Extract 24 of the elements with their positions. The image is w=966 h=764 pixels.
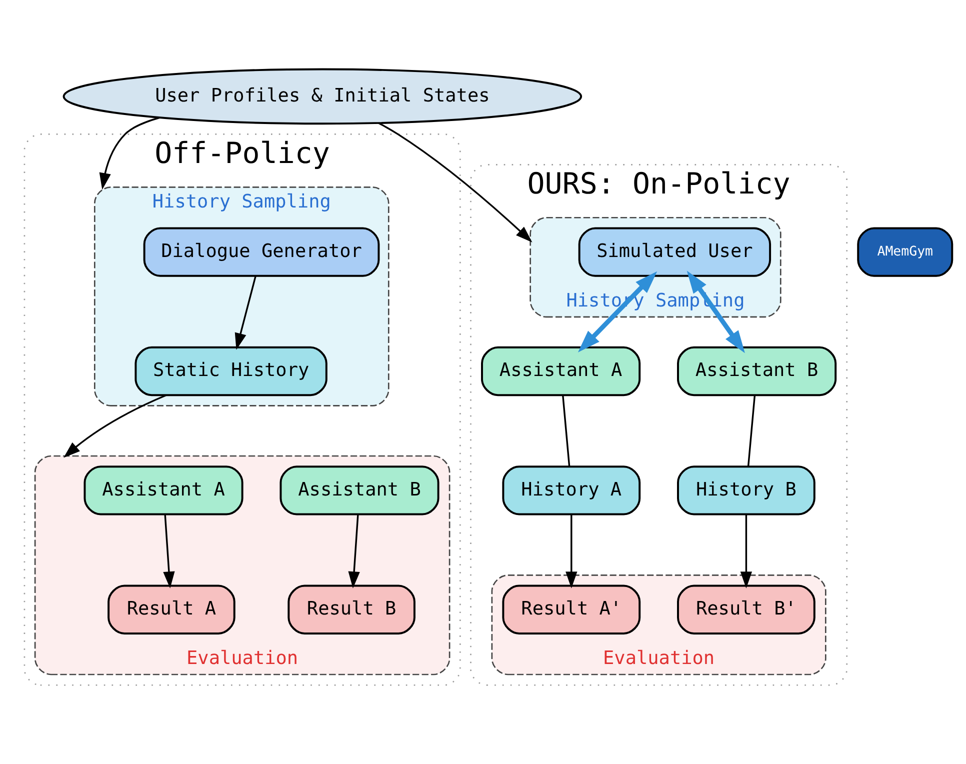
node-box: History A — [502, 465, 641, 515]
node-box: Assistant A — [84, 465, 244, 515]
arrow — [348, 514, 360, 588]
node-box: Result A — [108, 584, 236, 634]
arrow — [64, 394, 166, 458]
node-box: Result A' — [502, 584, 641, 634]
node-box: Result B — [288, 584, 416, 634]
arrow — [163, 514, 175, 588]
node-box: Dialogue Generator — [143, 226, 380, 276]
connector — [562, 395, 570, 466]
node-box: Assistant B — [280, 465, 440, 515]
node-box: Result B' — [677, 584, 816, 634]
arrow — [99, 116, 160, 190]
node-box: Static History — [134, 346, 328, 396]
arrow — [740, 514, 752, 588]
node-ellipse: User Profiles & Initial States — [62, 68, 582, 124]
label: AMemGym — [877, 244, 934, 259]
node-box: History B — [677, 465, 816, 515]
node-box: Assistant A — [481, 346, 641, 396]
arrow — [566, 514, 578, 588]
node-box: Simulated User — [578, 226, 772, 276]
arrow — [234, 276, 256, 350]
node-box: Assistant B — [677, 346, 837, 396]
connector — [747, 395, 756, 466]
